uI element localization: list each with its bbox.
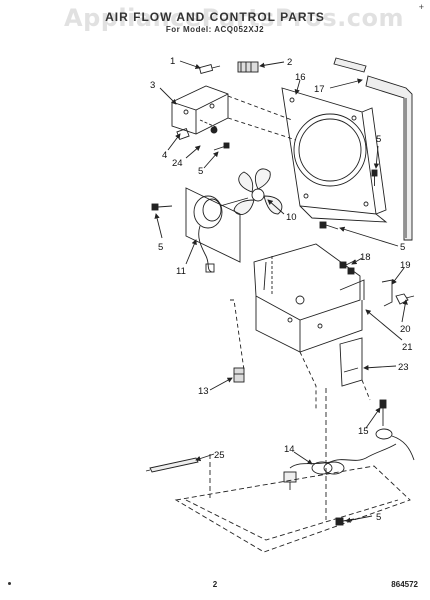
corner-mark: + xyxy=(418,2,424,12)
callout-25: 25 xyxy=(214,450,225,461)
base-pan xyxy=(174,388,411,553)
callout-4: 4 xyxy=(162,150,167,161)
callout-11: 11 xyxy=(176,266,186,277)
corner-dot xyxy=(8,582,11,585)
part-19-20-clips xyxy=(381,279,415,307)
callout-19: 19 xyxy=(400,260,411,271)
callout-14: 14 xyxy=(284,444,295,455)
leader-lines xyxy=(154,60,408,523)
part-15-screw xyxy=(375,399,415,461)
part-2-terminal-block xyxy=(237,61,259,73)
callout-17: 17 xyxy=(314,84,325,95)
callout-5-upper: 5 xyxy=(198,166,203,177)
callout-5-right: 5 xyxy=(376,134,381,145)
part-21-chassis-frame xyxy=(253,243,365,353)
watermark: AppliancePartsPros.com xyxy=(64,4,404,32)
callout-16: 16 xyxy=(295,72,306,83)
screw-lower-base xyxy=(335,517,355,526)
callout-5-mid-right: 5 xyxy=(400,242,405,253)
callout-5-left: 5 xyxy=(158,242,163,253)
part-3-control-bracket xyxy=(171,85,229,135)
callout-20: 20 xyxy=(400,324,411,335)
part-17-gasket-strips xyxy=(333,57,413,241)
model-line: For Model: ACQ052XJ2 xyxy=(165,25,265,34)
callout-labels: 1 2 3 4 24 5 16 17 5 10 5 5 11 18 19 20 … xyxy=(150,56,413,523)
callout-18: 18 xyxy=(360,252,371,263)
part-23-side-rail xyxy=(339,337,363,387)
callout-10: 10 xyxy=(286,212,297,223)
part-11-motor xyxy=(185,187,249,273)
part-16-shroud xyxy=(281,87,388,223)
part-25-drain-tube xyxy=(145,457,199,473)
callout-21: 21 xyxy=(402,342,413,353)
part-24-switch xyxy=(176,119,219,141)
part-10-fan-blade xyxy=(233,168,283,216)
part-13-relay xyxy=(233,367,245,383)
callout-23: 23 xyxy=(398,362,409,373)
callout-1: 1 xyxy=(170,56,175,67)
part-14-power-cord xyxy=(283,443,397,490)
callout-2: 2 xyxy=(287,57,292,68)
callout-3: 3 xyxy=(150,80,155,91)
callout-5-lower: 5 xyxy=(376,512,381,523)
page-number: 2 xyxy=(212,580,218,589)
document-number: 864572 xyxy=(391,580,418,589)
part-1-connector xyxy=(198,63,221,75)
screw-left-motor xyxy=(151,203,173,211)
callout-24: 24 xyxy=(172,158,183,169)
screw-below-shroud xyxy=(319,221,339,230)
callout-13: 13 xyxy=(198,386,209,397)
screw-right-shroud xyxy=(371,169,378,186)
callout-15: 15 xyxy=(358,426,369,437)
diagram-title: AIR FLOW AND CONTROL PARTS xyxy=(105,10,325,24)
screw-upper-left xyxy=(213,142,230,151)
